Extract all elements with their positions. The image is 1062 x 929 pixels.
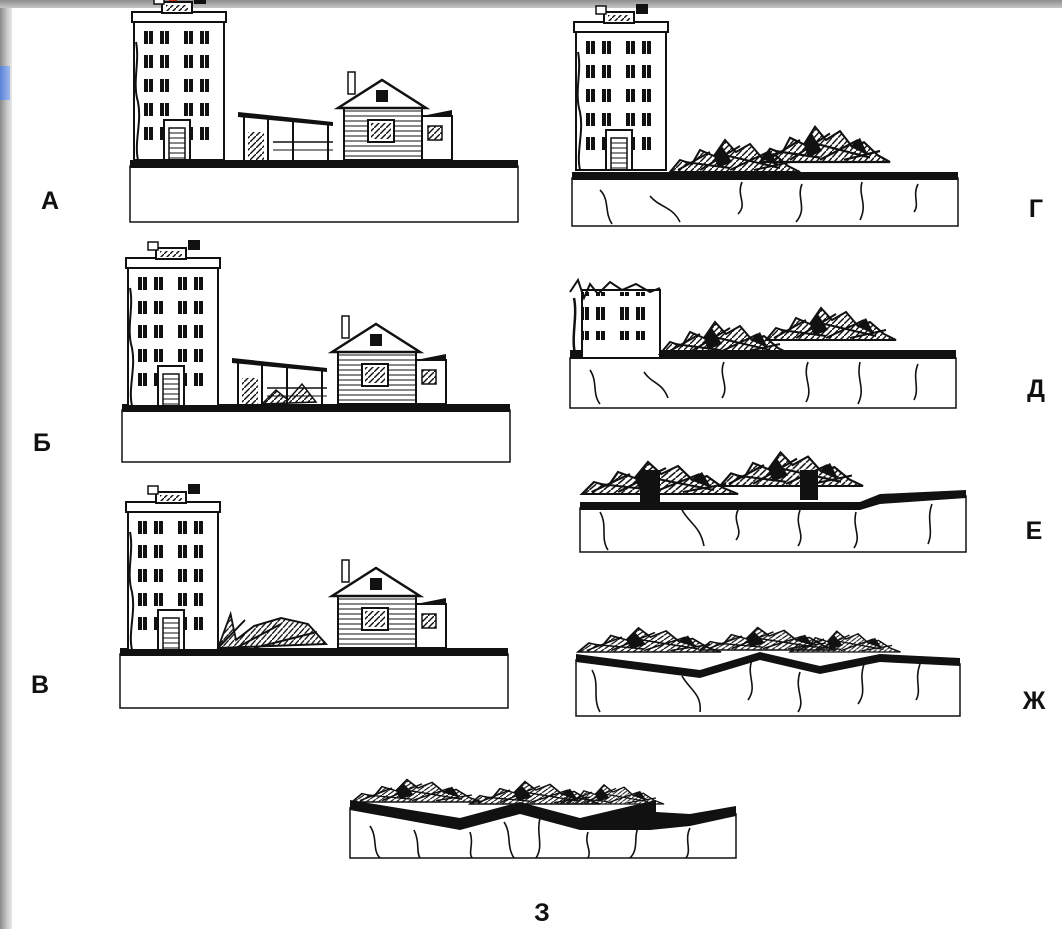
stage-label-g: Г: [1016, 194, 1056, 224]
stage-g-illustration: [572, 4, 958, 226]
stage-a-illustration: [130, 0, 518, 222]
stage-label-z: З: [522, 898, 562, 928]
stage-v-illustration: [120, 484, 508, 708]
stage-label-v: В: [20, 670, 60, 700]
stage-b-illustration: [122, 240, 510, 462]
stage-d-illustration: [570, 280, 956, 408]
stage-e-illustration: [580, 452, 966, 552]
stage-label-zh: Ж: [1014, 686, 1054, 716]
stage-label-a: А: [30, 186, 70, 216]
stage-label-d: Д: [1016, 374, 1056, 404]
stage-label-b: Б: [22, 428, 62, 458]
stage-label-e: Е: [1014, 516, 1054, 546]
stage-zh-illustration: [576, 628, 960, 716]
stage-z-illustration: [350, 780, 736, 858]
